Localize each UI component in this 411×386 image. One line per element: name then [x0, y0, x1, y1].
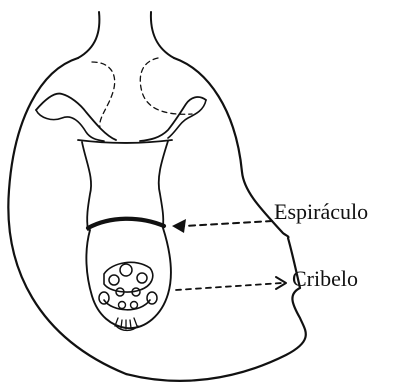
ventral-plate — [78, 140, 172, 143]
epigastric-plate-left — [36, 110, 104, 141]
spinneret — [119, 302, 126, 309]
pedicel — [78, 12, 99, 58]
epigastric-plate-left — [36, 94, 116, 140]
spinneret — [99, 292, 109, 304]
cribellum-pore — [109, 275, 119, 285]
espiraculo-label: Espiráculo — [274, 201, 368, 223]
epigastric-plate-right — [168, 100, 206, 138]
abdomen-outline — [8, 58, 305, 381]
spinneret-region — [86, 228, 171, 328]
cribelo-label: Cribelo — [292, 268, 358, 290]
cribellum-pore — [120, 264, 132, 276]
cribellum-pore — [137, 273, 147, 283]
cribellum — [104, 262, 153, 292]
spinneret — [131, 302, 138, 309]
book-lung-left — [92, 62, 115, 128]
spiracle — [88, 219, 164, 228]
spiracle-leader-line — [184, 221, 272, 226]
spinneret-lower — [104, 300, 150, 310]
spiracle-arrowhead — [172, 219, 186, 233]
ventral-plate — [82, 142, 91, 230]
pedicel — [151, 12, 174, 58]
spinneret — [147, 292, 157, 304]
cribellum-leader-line — [176, 283, 282, 290]
ventral-plate — [159, 141, 168, 226]
